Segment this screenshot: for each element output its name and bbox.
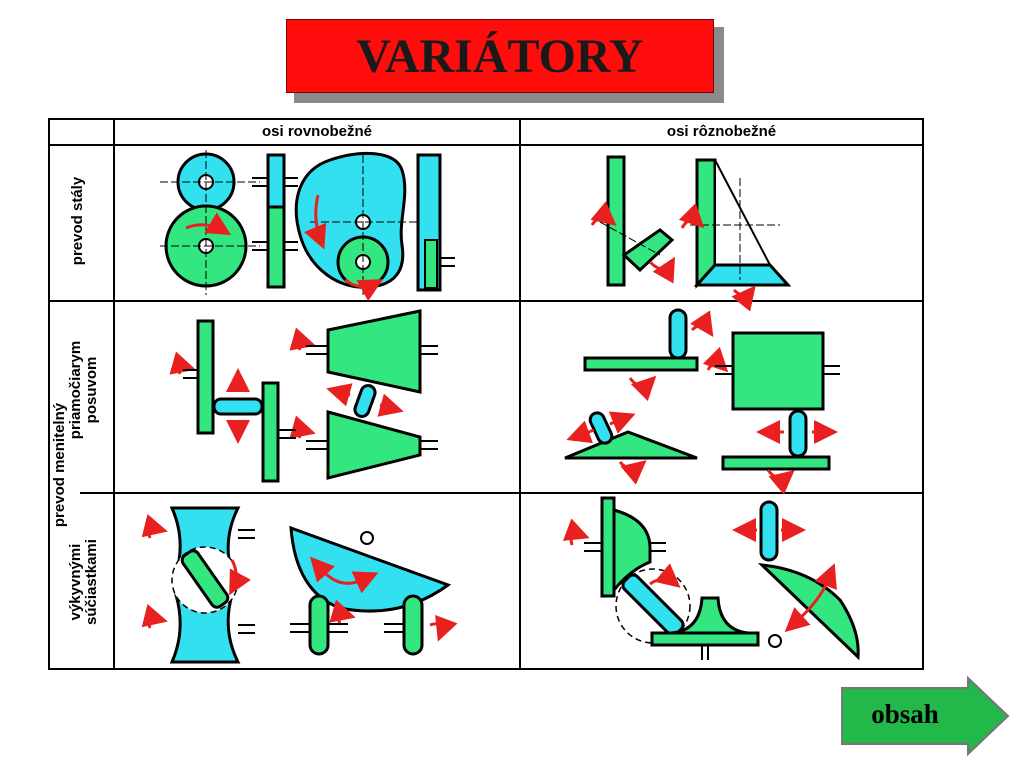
diagram-intersecting-swing: [600, 496, 860, 661]
diagram-intersecting-linear: [564, 308, 831, 471]
col-header-parallel: osi rovnobežné: [261, 122, 373, 140]
row-label-swing: výkyvnými súčiastkami: [67, 539, 100, 625]
obsah-arrow-shape[interactable]: [841, 675, 1010, 757]
diagram-parallel-swing: [169, 506, 452, 664]
row-label-linear: priamočiarym posuvom: [67, 340, 100, 440]
page-title: VARIÁTORY: [286, 19, 714, 93]
obsah-button[interactable]: obsah: [840, 680, 1010, 748]
obsah-label[interactable]: obsah: [871, 698, 939, 729]
row-label-fixed: prevod stály: [69, 176, 86, 266]
diagram-parallel-linear: [196, 309, 422, 483]
col-header-intersecting: osi rôznobežné: [666, 122, 777, 140]
diagram-intersecting-fixed: [606, 155, 792, 289]
row-label-variable: prevod menitelný: [51, 402, 68, 528]
